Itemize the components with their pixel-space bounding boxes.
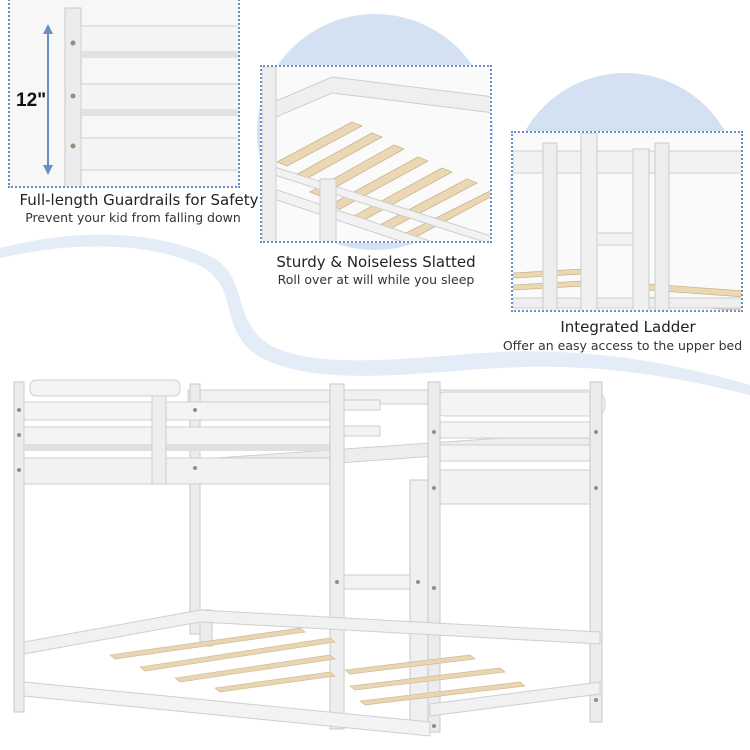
upper-guardrail-middle [23, 426, 335, 446]
ladder-subtitle: Offer an easy access to the upper bed [502, 338, 743, 353]
slats-panel [260, 65, 492, 243]
upper-side-frame [23, 457, 335, 485]
slats-subtitle: Roll over at will while you sleep [277, 272, 475, 287]
lower-front-frame [23, 681, 431, 737]
upper-headboard-top [29, 379, 181, 397]
lower-slats [109, 627, 526, 706]
wave-band [0, 234, 750, 395]
right-front-post [427, 381, 441, 733]
ladder-step [343, 574, 411, 590]
left-front-post [13, 381, 25, 713]
slats-illustration [262, 67, 490, 241]
upper-footboard-top [434, 391, 606, 417]
ladder-rail-left [329, 383, 345, 730]
ladder-illustration [513, 133, 741, 310]
left-back-post [189, 383, 201, 635]
guardrail-title: Full-length Guardrails for Safety [19, 191, 259, 209]
ladder-rail-right [409, 479, 431, 729]
guardrail-subtitle: Prevent your kid from falling down [25, 210, 241, 225]
ladder-title: Integrated Ladder [560, 318, 696, 336]
lower-back-frame [23, 609, 601, 655]
guardrail-illustration [10, 0, 238, 186]
upper-guardrail-top [23, 401, 335, 421]
ladder-panel [511, 131, 743, 312]
bunk-bed-illustration [13, 379, 606, 737]
guardrail-panel: 12" [8, 0, 240, 188]
slats-title: Sturdy & Noiseless Slatted [276, 253, 476, 271]
guardrail-height-label: 12" [16, 90, 47, 112]
